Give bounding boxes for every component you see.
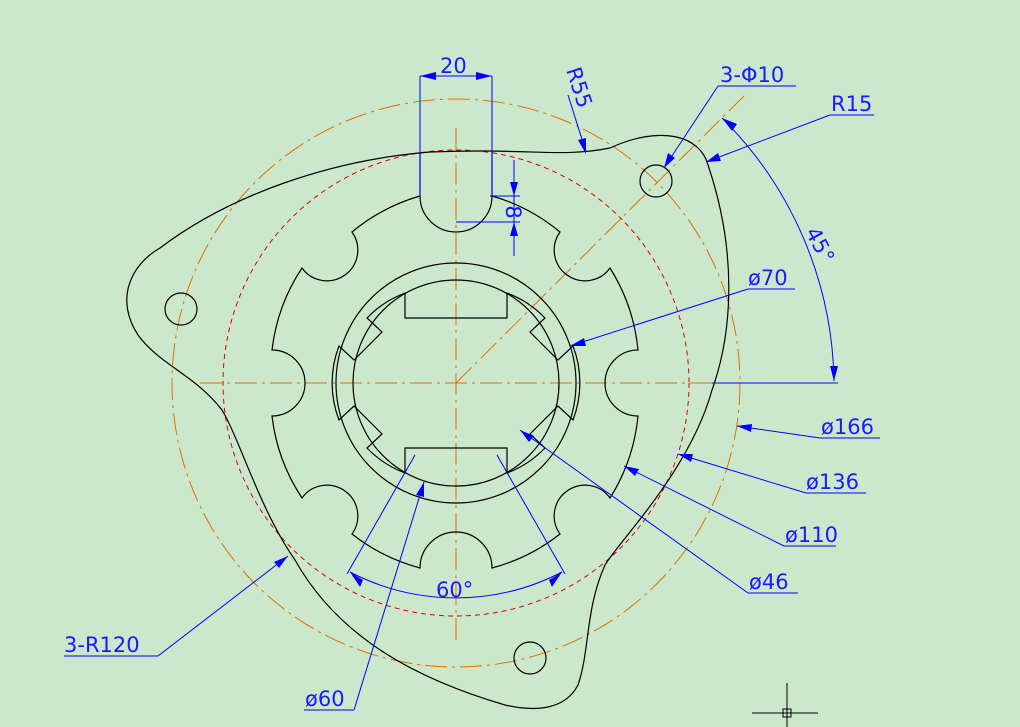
dimension-45deg: 45° — [712, 117, 840, 384]
dia136-label: ø136 — [806, 470, 859, 494]
r15-label: R15 — [831, 92, 872, 116]
r15-arrow — [706, 153, 721, 162]
dia60-label: ø60 — [305, 687, 345, 711]
dimension-dia136: ø136 — [677, 453, 866, 494]
dimension-20: 20 — [419, 54, 493, 196]
dimension-dia46: ø46 — [519, 429, 798, 594]
dim8-arrow-bottom — [510, 222, 518, 236]
r120-arrow — [274, 556, 288, 568]
angle60-arrow-left — [350, 572, 363, 587]
dia110-leader — [623, 465, 785, 547]
angle60-label: 60° — [436, 578, 473, 602]
angle60-ext-left — [346, 454, 416, 575]
dim20-arrow-right — [476, 72, 492, 80]
dim8-label: 8 — [501, 205, 525, 218]
angle60-arc — [349, 571, 563, 599]
mounting-hole-left — [164, 292, 198, 326]
dia136-leader — [677, 453, 807, 494]
dia110-label: ø110 — [785, 523, 838, 547]
mounting-hole-bottom — [513, 641, 547, 675]
outer-flange-profile — [126, 134, 730, 710]
r55-label: R55 — [561, 64, 597, 111]
dimension-60deg: 60° — [346, 454, 566, 602]
r120-leader — [157, 555, 289, 657]
dimension-dia166: ø166 — [736, 415, 880, 439]
dimension-3-phi10: 3-Φ10 — [663, 63, 796, 169]
dimension-r55: R55 — [561, 64, 597, 154]
dia166-label: ø166 — [821, 415, 874, 439]
dimension-8: 8 — [456, 160, 525, 256]
dia136-arrow — [678, 454, 693, 462]
dia46-label: ø46 — [749, 570, 789, 594]
angle60-arrow-right — [549, 572, 562, 587]
r120-label: 3-R120 — [64, 633, 140, 657]
dia46-leader — [519, 429, 749, 594]
dia70-arrow — [570, 338, 586, 346]
dia110-arrow — [624, 466, 639, 476]
dimension-3-r120: 3-R120 — [64, 555, 289, 657]
bore-circle-60 — [352, 279, 560, 487]
scalloped-ring-110 — [271, 195, 639, 569]
angle45-arc — [721, 117, 835, 382]
holes-leader — [663, 85, 719, 169]
circle-136-dashed — [222, 149, 690, 617]
dia60-arrow — [416, 482, 424, 497]
angle60-ext-right — [496, 454, 566, 575]
crosshair-cursor-icon — [752, 683, 818, 727]
dimension-dia60: ø60 — [304, 481, 425, 711]
dia70-label: ø70 — [748, 266, 788, 290]
dia46-arrow — [520, 430, 534, 442]
dia70-leader — [569, 288, 749, 347]
dimension-dia110: ø110 — [623, 465, 838, 547]
angle45-arrow-top — [722, 118, 737, 131]
dimension-r15: R15 — [705, 92, 874, 163]
angle45-arrow-bottom — [830, 366, 838, 381]
circle-70 — [335, 262, 577, 504]
holes-arrow — [664, 153, 675, 168]
r15-leader — [705, 114, 831, 163]
dia166-arrow — [737, 424, 752, 432]
dia60-leader — [353, 481, 425, 711]
diagonal-45-centerline — [455, 94, 746, 384]
angle45-label: 45° — [801, 223, 840, 267]
dim20-arrow-left — [420, 72, 436, 80]
mounting-hole-top-right — [639, 164, 673, 198]
dim20-label: 20 — [440, 54, 467, 78]
dim8-arrow-top — [510, 182, 518, 196]
dimension-dia70: ø70 — [569, 266, 795, 347]
r55-arrow — [578, 138, 586, 154]
holes-label: 3-Φ10 — [720, 63, 784, 87]
